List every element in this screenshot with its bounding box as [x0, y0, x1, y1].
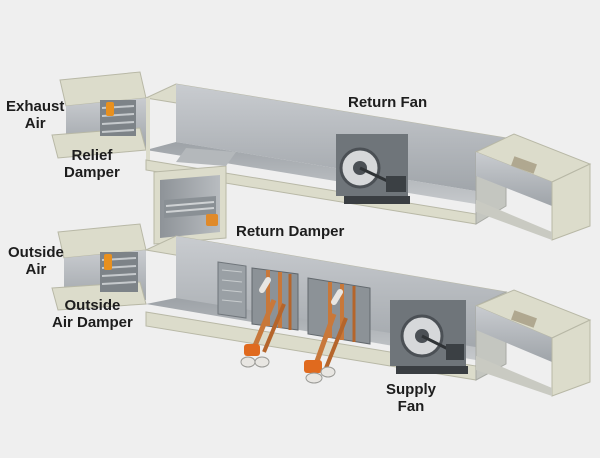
supply-fan — [390, 300, 468, 374]
return-outlet-bottom — [476, 200, 552, 240]
return-damper-label: Return Damper — [236, 223, 345, 240]
return-duct-front-edge — [146, 98, 150, 168]
cooling-coil-valve — [304, 313, 348, 384]
outside-air-damper-label: Outside Air Damper — [52, 297, 133, 331]
return-outlet-face — [551, 163, 591, 241]
return-damper-section — [153, 148, 236, 245]
return-duct — [51, 71, 592, 241]
heating-coil-valve — [240, 299, 286, 368]
supply-outlet-side — [476, 306, 552, 362]
outside-air-label: Outside Air — [8, 244, 64, 278]
supply-fan-label: Supply Fan — [386, 381, 437, 415]
exhaust-air-label: Exhaust Air — [6, 98, 65, 132]
relief-damper — [100, 100, 136, 136]
outside-air-damper — [100, 252, 138, 292]
return-fan-label: Return Fan — [348, 94, 428, 111]
outside-air-damper-actuator — [104, 254, 112, 270]
relief-damper-label: Relief Damper — [64, 147, 120, 181]
supply-duct — [51, 223, 592, 397]
filter-bank — [217, 261, 247, 319]
return-duct-floor — [146, 142, 506, 204]
supply-outlet-bottom — [476, 356, 552, 396]
return-fan — [336, 134, 410, 204]
supply-outlet-face — [551, 319, 591, 397]
return-outlet-side — [476, 152, 552, 206]
relief-damper-actuator — [106, 102, 114, 116]
return-damper-actuator — [206, 214, 218, 226]
